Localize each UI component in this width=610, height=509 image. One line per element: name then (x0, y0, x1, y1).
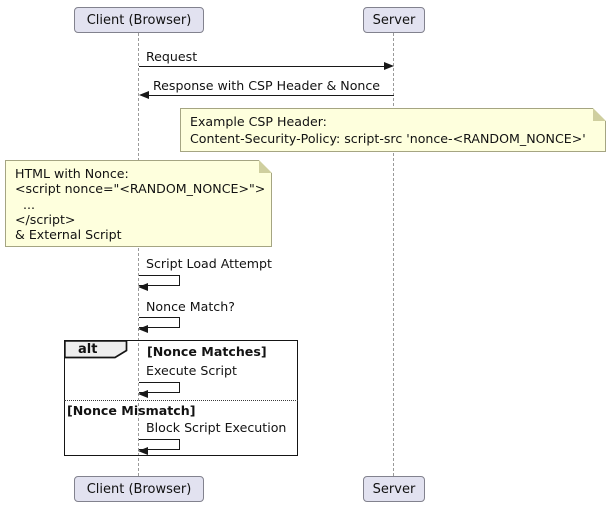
lifeline-client (138, 33, 139, 476)
message-request-line (139, 66, 386, 67)
participant-client-top: Client (Browser) (74, 7, 204, 33)
alt-condition-matches: [Nonce Matches] (147, 344, 267, 359)
alt-operator-label: alt (78, 342, 98, 357)
note-html-nonce-line2: <script nonce="<RANDOM_NONCE>"> (15, 181, 266, 197)
message-request-label: Request (146, 49, 198, 64)
note-csp-header: Example CSP Header: Content-Security-Pol… (180, 107, 607, 152)
message-block-script-self-arrow (138, 439, 180, 455)
message-execute-script-label: Execute Script (146, 363, 237, 378)
message-request-arrowhead-icon (384, 62, 394, 70)
note-csp-header-line1: Example CSP Header: (190, 114, 327, 129)
participant-server-top-label: Server (372, 12, 416, 28)
message-nonce-match-self-arrow (138, 317, 180, 333)
message-response-arrowhead-icon (139, 91, 149, 99)
participant-client-bottom-label: Client (Browser) (86, 481, 192, 497)
alt-condition-mismatch: [Nonce Mismatch] (67, 403, 196, 418)
lifeline-server (393, 33, 394, 476)
participant-client-top-label: Client (Browser) (86, 12, 192, 28)
alt-frame (64, 340, 298, 456)
message-nonce-match-label: Nonce Match? (146, 299, 235, 314)
alt-operator-pentagon (64, 340, 128, 359)
note-html-nonce-line4: </script> (15, 211, 76, 227)
note-html-nonce-line3: ... (15, 196, 36, 212)
message-block-script-label: Block Script Execution (146, 420, 287, 435)
alt-frame-divider (64, 400, 298, 401)
participant-server-bottom-label: Server (372, 481, 416, 497)
message-response-label: Response with CSP Header & Nonce (153, 78, 381, 93)
note-html-nonce: HTML with Nonce: <script nonce="<RANDOM_… (5, 159, 273, 247)
message-response-line (147, 95, 394, 96)
note-html-nonce-line1: HTML with Nonce: (15, 166, 129, 181)
message-script-load-self-arrow (138, 275, 180, 291)
message-script-load-label: Script Load Attempt (146, 256, 272, 271)
participant-server-top: Server (363, 7, 425, 33)
note-csp-header-line2: Content-Security-Policy: script-src 'non… (190, 130, 586, 146)
note-html-nonce-line5: & External Script (15, 227, 122, 243)
participant-client-bottom: Client (Browser) (74, 476, 204, 502)
message-execute-script-self-arrow (138, 382, 180, 398)
participant-server-bottom: Server (363, 476, 425, 502)
